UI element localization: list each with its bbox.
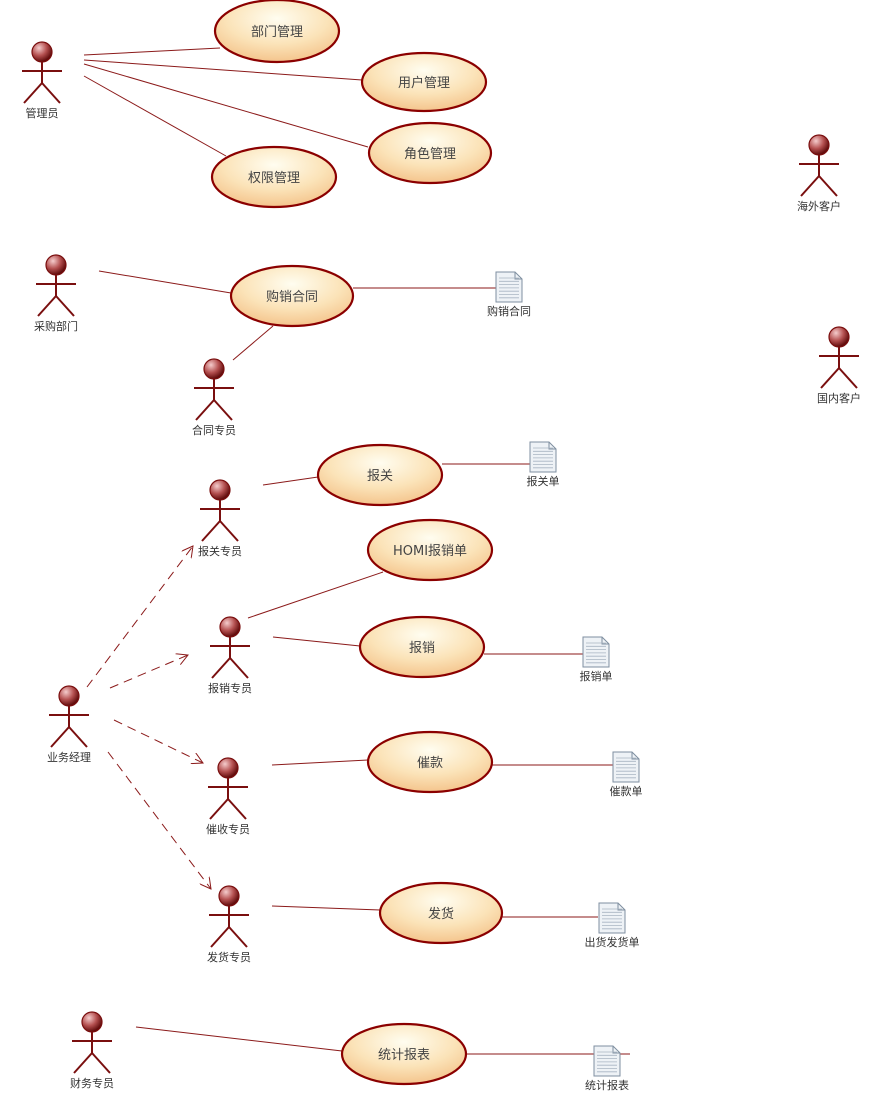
document-stats: 统计报表: [585, 1045, 629, 1092]
actors: 管理员海外客户采购部门国内客户合同专员报关专员报销专员业务经理催收专员发货专员财…: [22, 41, 861, 1090]
actor-domestic: 国内客户: [817, 326, 861, 405]
actor-head-icon: [217, 757, 239, 779]
actor-label: 海外客户: [797, 199, 841, 213]
line-collect-uc: [271, 759, 369, 766]
arrow-bizmgr-ship: [107, 751, 211, 889]
usecase-label: 催款: [417, 756, 443, 771]
document-label: 出货发货单: [585, 935, 640, 949]
line-contract-agent: [232, 325, 274, 361]
document-collect: 催款单: [610, 751, 643, 798]
usecase-ellipse: [358, 615, 486, 679]
usecase-collect: 催款: [366, 730, 494, 794]
usecase-dept: 部门管理: [213, 0, 341, 64]
association-lines: [83, 47, 630, 1055]
usecase-reimb: 报销: [358, 615, 486, 679]
usecase-label: 报关: [367, 469, 393, 484]
usecase-quote: 报关: [316, 443, 444, 507]
actor-head-icon: [45, 254, 67, 276]
usecase-ellipse: [367, 121, 493, 185]
actor-head-icon: [209, 479, 231, 501]
usecase-stats: 统计报表: [340, 1022, 468, 1086]
usecase-label: 报销: [409, 641, 435, 656]
line-finance-stats: [135, 1026, 343, 1052]
actor-label: 业务经理: [47, 751, 91, 764]
line-admin-user: [83, 59, 363, 81]
usecase-ellipse: [360, 51, 488, 113]
actor-sales: 报销专员: [208, 616, 252, 695]
usecase-label: 角色管理: [404, 146, 456, 162]
actor-head-icon: [203, 358, 225, 380]
actor-overseas: 海外客户: [797, 134, 841, 213]
actor-label: 发货专员: [207, 950, 251, 964]
actor-label: 催收专员: [206, 822, 250, 836]
actor-bizmgr: 业务经理: [47, 685, 91, 764]
actor-label: 国内客户: [817, 391, 861, 405]
actor-label: 报关专员: [198, 544, 242, 558]
line-ship-uc: [271, 905, 381, 911]
document-label: 统计报表: [585, 1078, 629, 1092]
usecase-ellipse: [210, 145, 338, 209]
usecase-ship: 发货: [378, 881, 504, 945]
document-label: 报销单: [580, 669, 613, 683]
actor-collect: 催收专员: [206, 757, 250, 836]
usecase-perm: 权限管理: [210, 145, 338, 209]
document-quote: 报关单: [527, 441, 560, 488]
actor-purch: 采购部门: [34, 254, 78, 333]
usecase-ellipse: [340, 1022, 468, 1086]
line-sales-homi: [247, 571, 384, 619]
usecase-ellipse: [366, 518, 494, 582]
usecase-label: HOMI报销单: [393, 544, 467, 559]
usecase-label: 用户管理: [398, 75, 450, 91]
actor-head-icon: [828, 326, 850, 348]
line-purch-contract: [98, 270, 232, 294]
usecase-homi: HOMI报销单: [366, 518, 494, 582]
usecase-label: 发货: [428, 906, 454, 922]
actor-label: 合同专员: [192, 423, 236, 437]
actor-head-icon: [58, 685, 80, 707]
actor-finance: 财务专员: [70, 1011, 114, 1090]
usecase-label: 部门管理: [251, 25, 303, 40]
actor-ship: 发货专员: [207, 885, 251, 964]
line-admin-dept: [83, 47, 221, 56]
usecase-ellipse: [213, 0, 341, 64]
document-reimb: 报销单: [580, 636, 613, 683]
document-ship: 出货发货单: [585, 902, 640, 949]
usecase-label: 购销合同: [266, 289, 318, 305]
actor-head-icon: [808, 134, 830, 156]
actor-label: 报销专员: [208, 681, 252, 695]
usecase-contract: 购销合同: [229, 264, 355, 328]
actor-head-icon: [81, 1011, 103, 1033]
line-sales-reimb: [272, 636, 361, 647]
document-label: 购销合同: [487, 304, 531, 318]
actor-head-icon: [219, 616, 241, 638]
document-label: 催款单: [610, 784, 643, 798]
usecase-ellipse: [316, 443, 444, 507]
actor-head-icon: [31, 41, 53, 63]
usecase-user: 用户管理: [360, 51, 488, 113]
arrow-bizmgr-quote: [86, 546, 193, 688]
actor-label: 管理员: [26, 106, 59, 120]
line-admin-perm: [83, 75, 227, 157]
actor-label: 财务专员: [70, 1076, 114, 1090]
arrow-bizmgr-sales: [109, 655, 188, 689]
usecase-ellipse: [366, 730, 494, 794]
arrow-bizmgr-collect: [113, 719, 203, 763]
line-admin-role: [83, 63, 369, 148]
usecase-ellipse: [229, 264, 355, 328]
actor-quote: 报关专员: [198, 479, 242, 558]
usecase-role: 角色管理: [367, 121, 493, 185]
line-quote-uc: [262, 476, 319, 486]
document-label: 报关单: [527, 474, 560, 488]
document-contract: 购销合同: [487, 271, 531, 318]
actor-head-icon: [218, 885, 240, 907]
usecase-label: 统计报表: [378, 1048, 430, 1063]
actor-label: 采购部门: [34, 319, 78, 333]
actor-admin: 管理员: [22, 41, 62, 120]
actor-contract: 合同专员: [192, 358, 236, 437]
usecase-label: 权限管理: [248, 170, 300, 186]
usecase-ellipse: [378, 881, 504, 945]
